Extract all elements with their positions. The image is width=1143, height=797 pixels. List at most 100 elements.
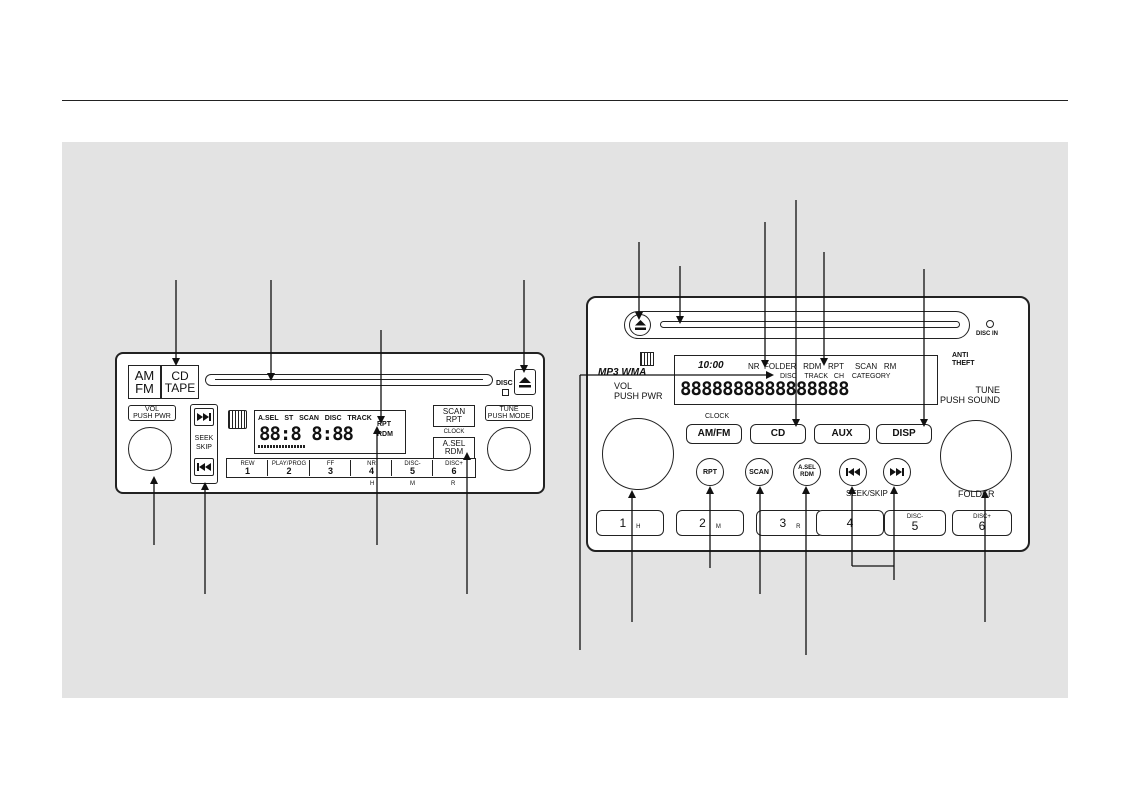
preset-button-1[interactable]: REW 1 [228,460,268,476]
tune-mode-label: TUNE PUSH MODE [487,406,531,420]
display-row1-2: NR FOLDER RDM RPT SCAN RM [748,362,897,371]
tune-sound-label: TUNE PUSH SOUND [940,385,1001,405]
cd-button-2[interactable]: CD [750,424,806,444]
preset-6-top: DISC+ [445,460,463,467]
preset-2-num: 2 [286,465,292,476]
skip-forward-icon-2 [890,468,904,476]
preset-button-3[interactable]: FF 3 [311,460,351,476]
preset-2-top: PLAY/PROG [271,460,307,467]
eject-well [624,311,970,339]
disc-in-label: DISC IN [976,331,999,337]
display-panel-2 [674,355,938,405]
cd-slot-line [215,379,483,380]
preset-2-1-num: 1 [619,516,627,530]
volume-knob-1[interactable] [128,427,172,471]
rpt-label: RPT [703,468,717,476]
skip-forward-icon [197,413,211,421]
preset-4-top: NR [367,460,376,467]
preset-6-num: 6 [451,465,457,476]
preset-button-5[interactable]: DISC- 5 [393,460,433,476]
am-fm-label-2: AM/FM [697,428,731,439]
preset-1-top: REW [240,460,255,467]
display-time-2: 10:00 [698,360,724,371]
tune-knob-1[interactable] [487,427,531,471]
display-digits-1: 88:8 8:88 [259,423,354,445]
cd-logo-icon [228,410,247,429]
mp3-wma-label: MP3 WMA [598,367,647,378]
preset-5-sub: M [410,481,415,487]
am-fm-button[interactable]: AM FM [128,365,161,399]
eject-button-2[interactable] [629,314,651,336]
tune-mode-button[interactable]: TUNE PUSH MODE [485,405,533,421]
preset-2-6-sub: DISC+ [973,514,991,520]
preset-4-sub: H [370,481,375,487]
seek-back-button[interactable] [839,458,867,486]
preset-3-num: 3 [327,465,333,476]
seek-down-button[interactable] [194,458,214,476]
cd-tape-label: CD TAPE [164,369,196,395]
cd-slot-2 [660,321,960,328]
seek-forward-button[interactable] [883,458,911,486]
preset-2-1-sub: H [636,524,641,530]
disc-indicator-label: DISC [496,380,513,387]
anti-theft-label: ANTI THEFT [952,352,975,367]
display-bar-1 [258,445,306,448]
vol-pwr-button-1[interactable]: VOL PUSH PWR [128,405,176,421]
vol-pwr-label-2: VOL PUSH PWR [614,381,663,401]
disc-in-light [986,320,994,328]
preset-2-2-num: 2 [699,516,706,530]
preset-2-5-num: 5 [911,519,919,533]
am-fm-button-2[interactable]: AM/FM [686,424,742,444]
clock-label-1: CLOCK [443,429,465,435]
scan-button[interactable]: SCAN [745,458,773,486]
mp3-logo-icon [640,352,654,366]
preset-5-num: 5 [409,465,415,476]
eject-icon-2 [634,320,646,330]
aux-button[interactable]: AUX [814,424,870,444]
volume-knob-2[interactable] [602,418,674,490]
seek-skip-label: SEEK SKIP [194,435,214,452]
asel-rdm-label-2: A.SEL RDM [798,465,816,478]
preset-5-top: DISC- [404,460,421,467]
scan-rpt-label: SCAN RPT [442,407,466,424]
display-rdm-1: RDM [377,431,393,438]
preset-2-3-num: 3 [779,516,787,530]
skip-back-icon-2 [846,468,860,476]
vol-pwr-label-1: VOL PUSH PWR [133,406,171,420]
rpt-button[interactable]: RPT [696,458,724,486]
disp-button[interactable]: DISP [876,424,932,444]
eject-button-1[interactable] [514,369,536,395]
header-rule [62,100,1068,101]
cd-slot [205,374,493,386]
disp-label: DISP [892,428,916,439]
display-rpt-1: RPT [377,421,391,428]
scan-rpt-button[interactable]: SCAN RPT [433,405,475,427]
preset-button-6[interactable]: DISC+ 6 [434,460,474,476]
display-digits-2: 8888888888888888 [680,378,850,400]
preset-2-4-num: 4 [846,516,854,530]
cd-label-2: CD [770,428,786,439]
am-fm-label: AM FM [134,368,155,396]
preset-2-3-sub: R [796,524,801,530]
display-indicators-1: A.SEL ST SCAN DISC TRACK [258,415,372,422]
seek-skip-label-2: SEEK/SKIP [846,489,888,498]
preset-3-top: FF [326,460,335,467]
scan-label: SCAN [749,468,769,476]
asel-rdm-label: A.SEL RDM [442,439,466,456]
disc-indicator-light [502,389,509,396]
preset-2-2-sub: M [715,524,721,530]
clock-label-2: CLOCK [705,413,730,420]
preset-4-num: 4 [368,465,374,476]
preset-2-button-4[interactable]: 4 [816,510,884,536]
preset-button-2[interactable]: PLAY/PROG 2 [269,460,310,476]
preset-6-sub: R [451,481,456,487]
seek-up-button[interactable] [194,408,214,426]
tune-knob-2[interactable] [940,420,1012,492]
preset-button-4[interactable]: NR 4 [352,460,392,476]
asel-rdm-button-2[interactable]: A.SEL RDM [793,458,821,486]
cd-tape-button[interactable]: CD TAPE [161,365,199,399]
preset-2-button-6[interactable]: DISC+ 6 [952,510,1012,536]
